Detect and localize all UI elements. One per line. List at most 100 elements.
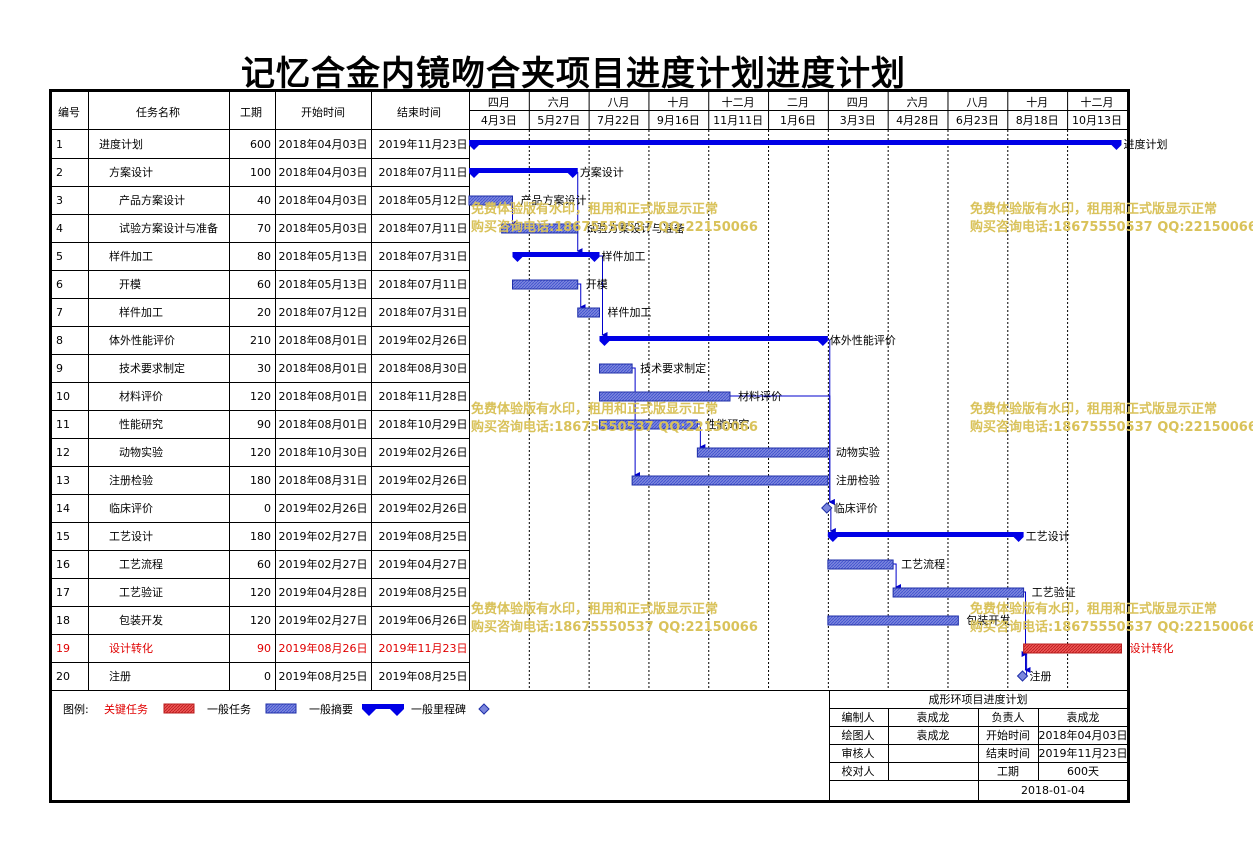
task-bar xyxy=(827,559,894,570)
date-tick-label: 5月27日 xyxy=(537,114,580,127)
task-id: 3 xyxy=(56,194,63,207)
task-start: 2018年05月13日 xyxy=(279,249,368,263)
task-id: 20 xyxy=(56,670,70,683)
bar-label: 样件加工 xyxy=(601,249,645,263)
legend-summary-swatch xyxy=(362,704,404,716)
task-end: 2019年11月23日 xyxy=(379,641,468,655)
task-end: 2019年11月23日 xyxy=(379,137,468,151)
bar-label: 设计转化 xyxy=(1129,641,1173,655)
summary-bar xyxy=(469,140,1122,150)
task-name: 产品方案设计 xyxy=(119,193,185,207)
bar-label: 临床评价 xyxy=(834,501,878,515)
bar-label: 包装开发 xyxy=(966,613,1010,627)
task-name: 注册检验 xyxy=(109,473,153,487)
header-duration: 工期 xyxy=(240,106,262,119)
legend-milestone-label: 一般里程碑 xyxy=(411,703,466,716)
task-id: 2 xyxy=(56,166,63,179)
task-id: 15 xyxy=(56,530,70,543)
task-duration: 100 xyxy=(250,166,271,179)
task-end: 2018年08月30日 xyxy=(379,361,468,375)
date-tick-label: 4月3日 xyxy=(481,114,517,127)
bar-label: 材料评价 xyxy=(738,389,782,403)
task-id: 11 xyxy=(56,418,70,431)
dependency-arrow xyxy=(599,255,608,338)
month-label: 八月 xyxy=(608,96,630,109)
task-bar xyxy=(598,363,633,374)
dependency-arrow xyxy=(697,423,706,450)
task-id: 10 xyxy=(56,390,70,403)
task-end: 2019年04月27日 xyxy=(379,557,468,571)
gantt-bars: 进度计划方案设计产品方案设计试验方案设计与准备样件加工开模样件加工体外性能评价技… xyxy=(468,137,1173,683)
task-end: 2019年08月25日 xyxy=(379,529,468,543)
task-duration: 60 xyxy=(257,558,271,571)
watermark-line2: 购买咨询电话:18675550537 QQ:22150066 xyxy=(970,619,1253,635)
task-name: 材料评价 xyxy=(119,389,163,403)
task-name: 进度计划 xyxy=(99,137,143,151)
watermark-line1: 免费体验版有水印，租用和正式版显示正常 xyxy=(471,201,718,217)
page-title: 记忆合金内镜吻合夹项目进度计划进度计划 xyxy=(241,54,906,94)
task-name: 临床评价 xyxy=(109,501,153,515)
task-name: 工艺流程 xyxy=(119,557,163,571)
bar-label: 动物实验 xyxy=(836,445,880,459)
watermark-line1: 免费体验版有水印，租用和正式版显示正常 xyxy=(970,601,1217,617)
table-grid xyxy=(50,90,1128,691)
task-id: 16 xyxy=(56,558,70,571)
task-bar xyxy=(631,475,829,486)
date-tick-label: 11月11日 xyxy=(713,114,763,127)
month-label: 十月 xyxy=(1026,95,1048,109)
task-id: 18 xyxy=(56,614,70,627)
task-duration: 120 xyxy=(250,614,271,627)
info-label-reviewer: 审核人 xyxy=(842,746,875,760)
bar-label: 工艺设计 xyxy=(1026,530,1070,543)
task-bar xyxy=(577,307,600,318)
timeline-grid xyxy=(528,130,1069,690)
task-id: 12 xyxy=(56,446,70,459)
task-end: 2018年07月11日 xyxy=(379,165,468,179)
task-duration: 60 xyxy=(257,278,271,291)
info-value-compiler: 袁成龙 xyxy=(917,711,950,724)
info-value-drafter: 袁成龙 xyxy=(917,729,950,742)
header-start: 开始时间 xyxy=(301,105,345,119)
date-tick-label: 9月16日 xyxy=(657,114,700,127)
task-name: 性能研究 xyxy=(119,417,163,431)
watermark-line1: 免费体验版有水印，租用和正式版显示正常 xyxy=(970,401,1217,417)
task-end: 2018年10月29日 xyxy=(379,417,468,431)
task-end: 2019年02月26日 xyxy=(379,333,468,347)
info-box: 成形环项目进度计划 编制人 袁成龙 负责人 袁成龙 绘图人 袁成龙 开始时间 2… xyxy=(829,690,1128,801)
task-id: 8 xyxy=(56,334,63,347)
milestone-marker xyxy=(1016,670,1029,682)
month-label: 六月 xyxy=(907,96,929,109)
info-label-checker: 校对人 xyxy=(842,764,875,778)
watermarks: 免费体验版有水印，租用和正式版显示正常 购买咨询电话:18675550537 Q… xyxy=(471,201,1253,635)
task-id: 4 xyxy=(56,222,63,235)
info-label-owner: 负责人 xyxy=(992,710,1025,724)
bar-label: 注册检验 xyxy=(836,473,880,487)
date-tick-label: 6月23日 xyxy=(956,114,999,127)
legend-critical-swatch xyxy=(163,703,195,714)
bar-label: 注册 xyxy=(1030,669,1052,683)
watermark-line2: 购买咨询电话:18675550537 QQ:22150066 xyxy=(471,619,758,635)
info-label-start: 开始时间 xyxy=(986,728,1030,742)
task-duration: 80 xyxy=(257,250,271,263)
bar-label: 工艺流程 xyxy=(901,557,945,571)
task-duration: 600 xyxy=(250,138,271,151)
task-start: 2019年02月26日 xyxy=(279,501,368,515)
task-start: 2018年08月01日 xyxy=(279,389,368,403)
dependency-arrow xyxy=(893,563,902,590)
task-duration: 90 xyxy=(257,418,271,431)
summary-bar xyxy=(599,336,828,346)
task-name: 技术要求制定 xyxy=(119,361,185,375)
task-name: 设计转化 xyxy=(109,641,153,655)
task-duration: 120 xyxy=(250,586,271,599)
task-id: 17 xyxy=(56,586,70,599)
legend-task-swatch xyxy=(265,703,297,714)
